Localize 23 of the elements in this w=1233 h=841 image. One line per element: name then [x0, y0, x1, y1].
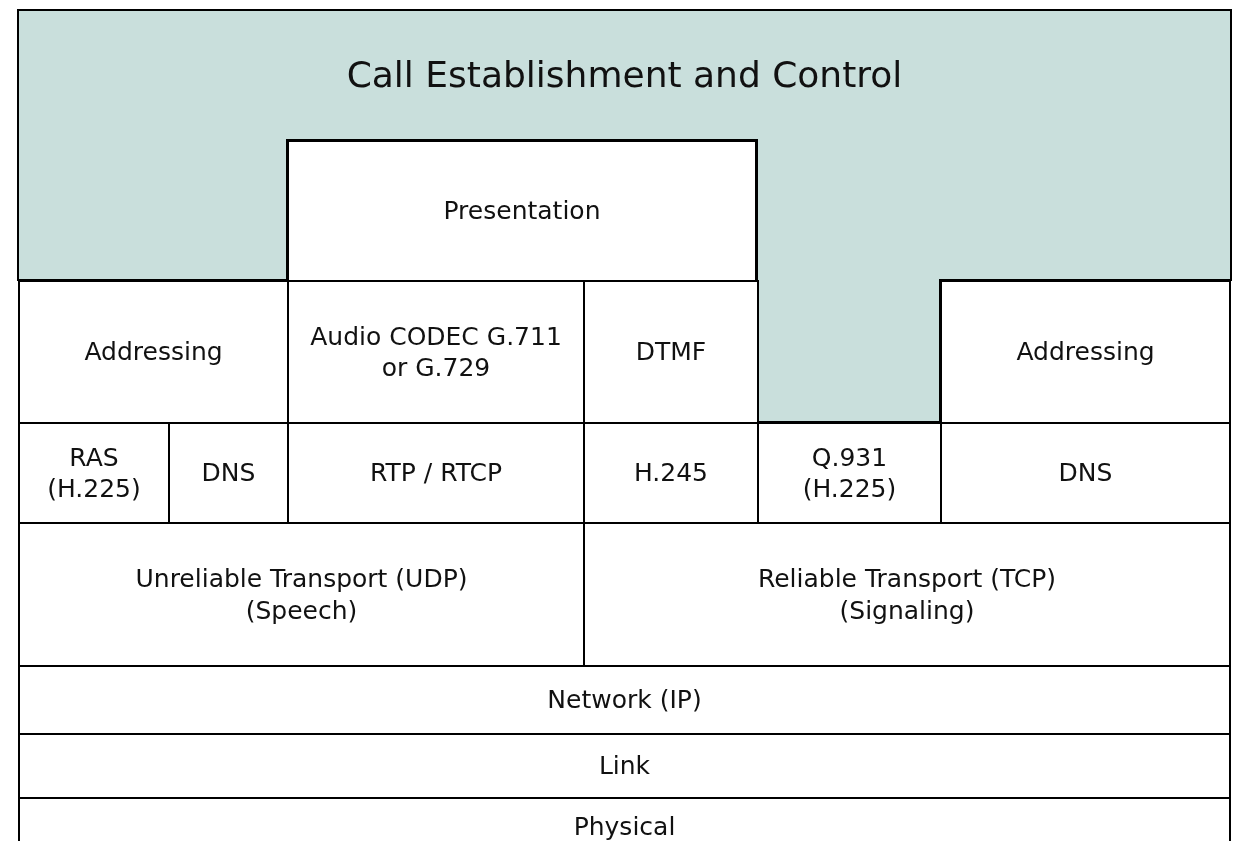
layer-label: Reliable Transport (TCP) (Signaling) [756, 563, 1058, 626]
layer-label: Unreliable Transport (UDP) (Speech) [134, 563, 469, 626]
protocol-box [940, 280, 1231, 424]
protocol-box [18, 797, 1231, 841]
layer-label: H.245 [634, 457, 708, 489]
protocol-box [18, 665, 1231, 735]
layer-label: Presentation [443, 195, 601, 227]
layer-label: DTMF [635, 336, 707, 368]
layer-label: RTP / RTCP [369, 457, 503, 489]
layer-label: Call Establishment and Control [345, 53, 904, 97]
protocol-box [18, 280, 289, 424]
layer-label: DNS [201, 457, 256, 489]
layer-label: DNS [1058, 457, 1113, 489]
layer-label: Link [598, 750, 651, 782]
protocol-box [287, 140, 757, 282]
layer-label: RAS (H.225) [46, 441, 142, 505]
protocol-box [18, 733, 1231, 799]
layer-label: Audio CODEC G.711 or G.729 [309, 320, 563, 384]
layer-label: Addressing [1016, 336, 1155, 368]
layer-label: Network (IP) [547, 684, 702, 716]
layer-label: Q.931 (H.225) [801, 441, 898, 505]
layer-label: Addressing [84, 336, 223, 368]
layer-label: Physical [573, 811, 676, 841]
